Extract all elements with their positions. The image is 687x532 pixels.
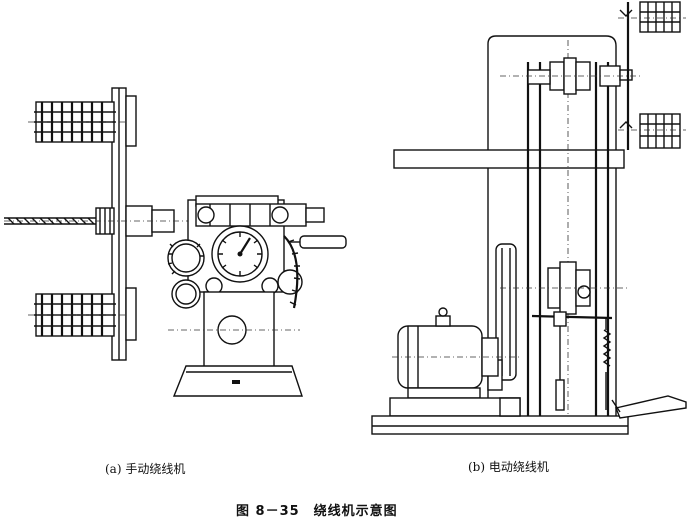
machine-base (371, 397, 629, 435)
electric-winding-machine (371, 1, 687, 435)
turn-counter-dial (211, 225, 269, 283)
machine-pedestal (168, 291, 303, 397)
crank-handle (290, 235, 347, 249)
top-pulley (500, 57, 640, 95)
caption-electric: (b) 电动绕线机 (468, 460, 549, 474)
electric-motor (392, 307, 520, 399)
horizontal-arm (393, 149, 625, 169)
upper-coil-former (28, 95, 137, 147)
clutch-assembly (500, 261, 628, 315)
caption-manual: (a) 手动绕线机 (105, 462, 186, 476)
lower-coil-former (28, 287, 137, 341)
foot-pedal (611, 395, 687, 419)
drive-gears (167, 235, 303, 309)
electric-coil-former (618, 1, 686, 150)
vertical-shafts (526, 40, 610, 430)
lever-and-spring (531, 311, 613, 411)
shaft-chuck (4, 205, 200, 237)
main-frame (487, 35, 617, 421)
manual-winding-machine (4, 87, 347, 397)
figure-title: 图 8－35 绕线机示意图 (236, 504, 398, 519)
